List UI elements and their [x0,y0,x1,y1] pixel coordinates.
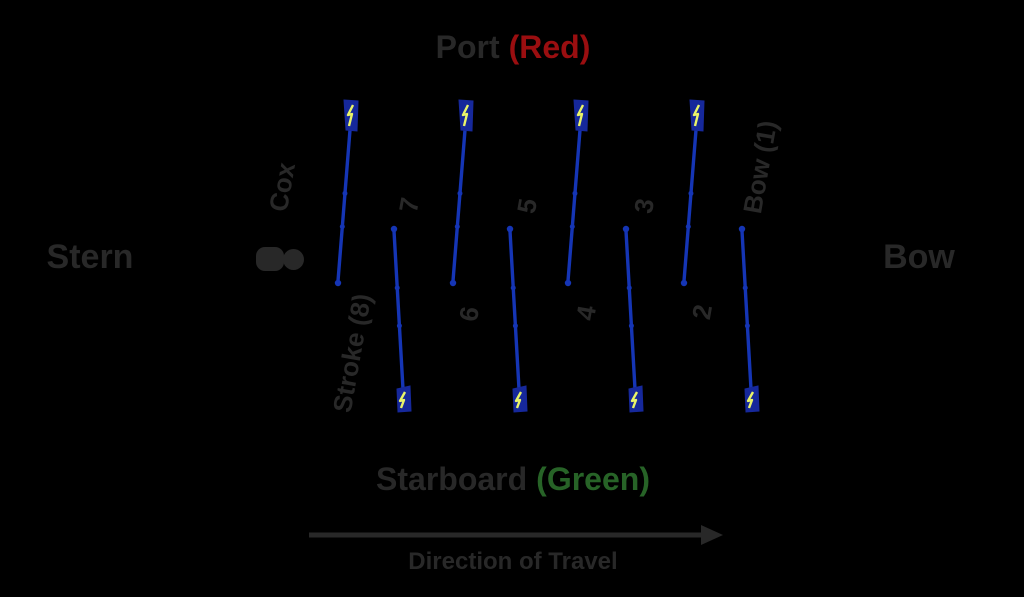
cox-body-shape [256,247,284,271]
oar-stroke-8 [334,99,359,287]
cox-icon [256,247,304,271]
arrow-head-icon [701,525,723,545]
seat-label-cox: Cox [262,160,302,214]
cox-head-shape [283,249,304,270]
direction-arrow [309,525,723,545]
port-title: Port(Red) [436,31,591,63]
direction-of-travel-label: Direction of Travel [408,548,618,575]
starboard-side-label: Starboard [376,461,528,497]
oar-7 [390,225,412,413]
port-color-label: (Red) [508,29,591,65]
oar-6 [449,99,474,287]
bow-label: Bow [883,238,955,276]
oar-3 [622,225,644,413]
stern-label: Stern [46,238,134,276]
starboard-color-label: (Green) [536,461,650,497]
oar-bow-1 [738,225,760,413]
oar-5 [506,225,528,413]
port-side-label: Port [435,29,500,65]
oar-4 [564,99,589,287]
starboard-title: Starboard(Green) [376,463,650,495]
oars-layer [334,99,760,413]
oar-2 [680,99,705,287]
